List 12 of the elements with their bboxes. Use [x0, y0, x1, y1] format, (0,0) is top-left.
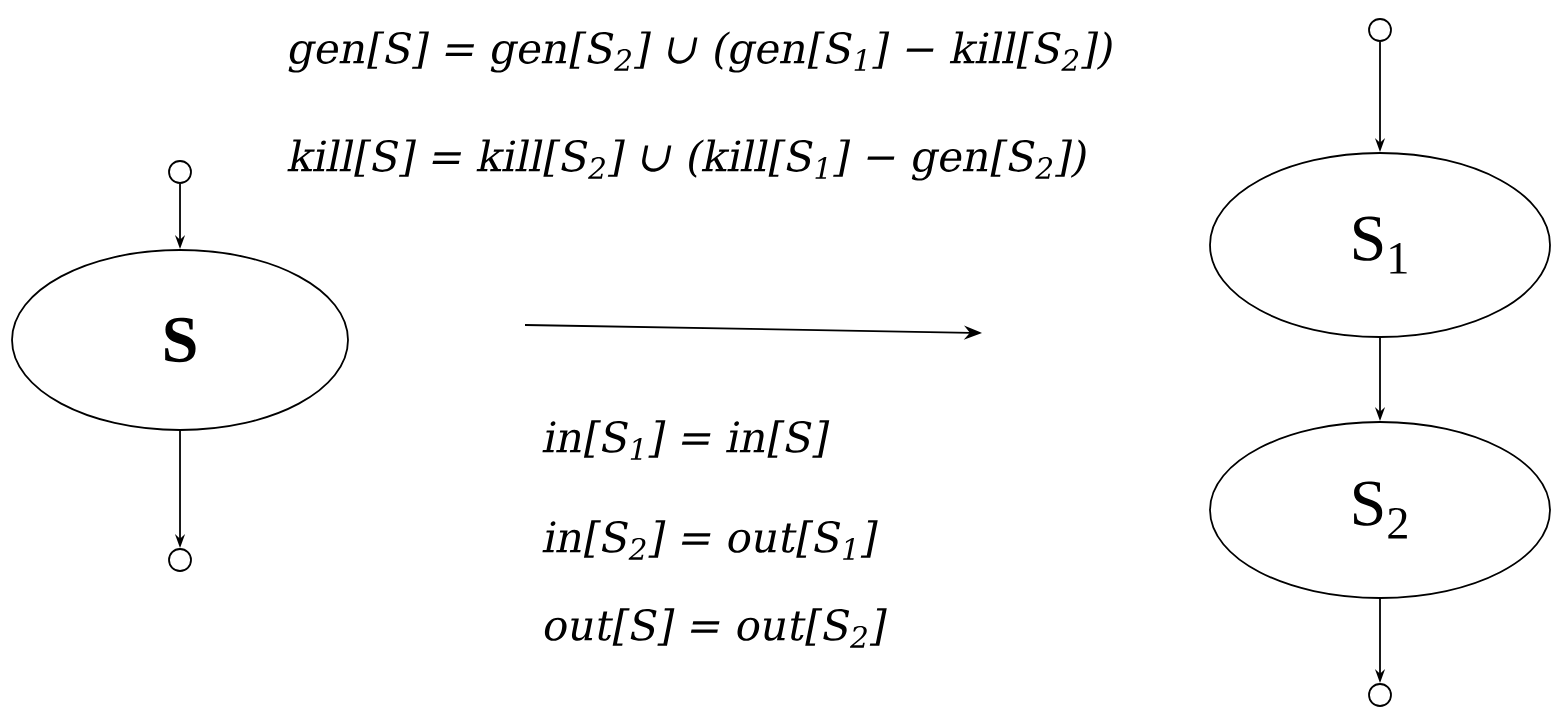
ellipse-node: S$_{1}$ [1209, 152, 1551, 338]
equation-label: in[S$_{2}$] = out[S$_{1}$] [542, 520, 878, 560]
circle-node [168, 548, 192, 572]
circle-node [1368, 18, 1392, 42]
circle-node [1368, 683, 1392, 707]
circle-node [168, 160, 192, 184]
equation-label: out[S] = out[S$_{2}$] [544, 608, 887, 648]
ellipse-node: S [11, 249, 349, 431]
equation-label: gen[S] = gen[S$_{2}$] ∪ (gen[S$_{1}$] − kill[S$_{2}$]) [288, 31, 1112, 73]
ellipse-node: S$_{2}$ [1209, 421, 1551, 599]
equation-label: in[S$_{1}$] = in[S] [542, 420, 830, 460]
equation-label: kill[S] = kill[S$_{2}$] ∪ (kill[S$_{1}$] − gen[S$_{2}$]) [287, 139, 1086, 181]
